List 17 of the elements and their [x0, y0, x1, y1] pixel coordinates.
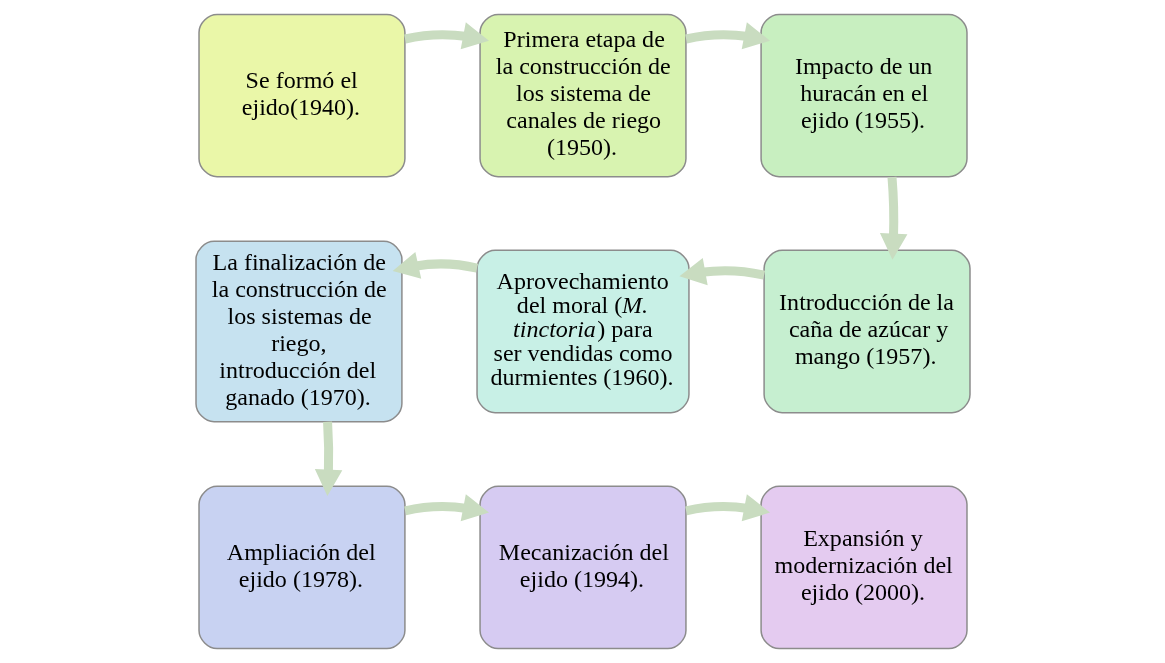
node-box: Expansión y modernización del ejido (2000). [759, 485, 968, 650]
arrow [392, 251, 478, 279]
node-box: Mecanización del ejido (1994). [478, 485, 687, 650]
node-box: Aprovechamiento del moral (M. tinctoria) para ser vendidas como durmientes (1960). [475, 249, 690, 414]
arrow [678, 258, 765, 286]
arrow [314, 421, 342, 496]
arrow [879, 176, 907, 260]
node-box: Ampliación del ejido (1978). [197, 485, 406, 650]
node-box: La finalización de la construcción de los sistemas de riego, introducción del ganado (1970). [194, 240, 403, 423]
arrow [403, 22, 489, 50]
arrow [684, 494, 770, 522]
node-box: Impacto de un huracán en el ejido (1955). [759, 13, 968, 178]
node-box: Introducción de la caña de azúcar y mango (1957). [762, 249, 971, 414]
node-box: Se formó el ejido(1940). [197, 13, 406, 178]
arrow [684, 22, 770, 50]
arrow [403, 494, 489, 522]
node-box: Primera etapa de la construcción de los sistema de canales de riego (1950). [478, 13, 687, 178]
